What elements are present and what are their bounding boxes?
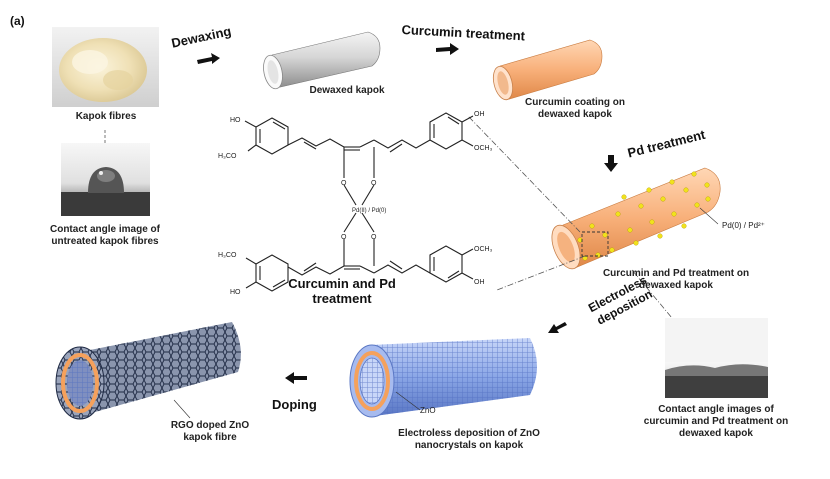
curcumin-pd-structure bbox=[244, 112, 474, 292]
rgo-doped-tube bbox=[55, 322, 241, 420]
zoom-lines bbox=[467, 115, 673, 319]
mol-oh-top-right: OH bbox=[474, 111, 485, 118]
arrow-curcumin bbox=[436, 43, 459, 55]
mol-o-4: O bbox=[371, 234, 377, 241]
kapok-fibre-photo bbox=[52, 27, 159, 107]
mol-oh-bottom-right: OH bbox=[474, 279, 485, 286]
label-pd-state: Pd(0) / Pd²⁺ bbox=[722, 221, 765, 230]
mol-oh-top-left: HO bbox=[230, 117, 241, 124]
step-doping: Doping bbox=[272, 397, 317, 412]
panel-label: (a) bbox=[10, 14, 25, 28]
mol-o-2: O bbox=[371, 180, 377, 187]
mol-och3-top-right: OCH₃ bbox=[474, 145, 493, 152]
label-structure-title: Curcumin and Pd treatment bbox=[288, 276, 396, 306]
mol-pd-center: Pd(II) / Pd(0) bbox=[352, 208, 386, 214]
contact-angle-treated-photo bbox=[665, 318, 768, 398]
curcumin-coated-tube bbox=[492, 39, 603, 101]
pd-nanoparticles bbox=[577, 171, 711, 261]
label-dewaxed-kapok: Dewaxed kapok bbox=[309, 85, 385, 96]
label-curcumin-coating: Curcumin coating on dewaxed kapok bbox=[525, 97, 625, 120]
mol-h3co-top-left: H₃CO bbox=[218, 153, 237, 160]
dewaxed-kapok-tube bbox=[263, 31, 381, 90]
label-electroless-zno: Electroless deposition of ZnO nanocrysta… bbox=[398, 428, 540, 451]
label-rgo-doped: RGO doped ZnO kapok fibre bbox=[170, 420, 250, 443]
arrow-pd bbox=[604, 155, 618, 172]
mol-h3co-bottom-left: H₃CO bbox=[218, 252, 237, 259]
arrow-electroless bbox=[548, 322, 567, 333]
label-contact-angle-untreated: Contact angle image of untreated kapok f… bbox=[49, 224, 160, 247]
label-curcumin-pd-treatment: Curcumin and Pd treatment on dewaxed kap… bbox=[602, 268, 750, 291]
molecule-labels: HO H₃CO OH OCH₃ O O Pd(II) / Pd(0) O O H… bbox=[218, 111, 493, 296]
label-kapok-fibres: Kapok fibres bbox=[75, 111, 137, 122]
mol-oh-bottom-left: HO bbox=[230, 289, 241, 296]
pd-treated-tube bbox=[551, 167, 721, 270]
label-zno: ZnO bbox=[420, 406, 436, 415]
contact-angle-untreated-photo bbox=[61, 143, 150, 216]
mol-och3-bottom-right: OCH₃ bbox=[474, 246, 493, 253]
mol-o-1: O bbox=[341, 180, 347, 187]
zno-tube bbox=[349, 338, 537, 418]
arrow-dewaxing bbox=[197, 53, 220, 64]
label-contact-angle-treated: Contact angle images of curcumin and Pd … bbox=[643, 404, 789, 439]
mol-o-3: O bbox=[341, 234, 347, 241]
arrow-doping bbox=[285, 372, 307, 384]
